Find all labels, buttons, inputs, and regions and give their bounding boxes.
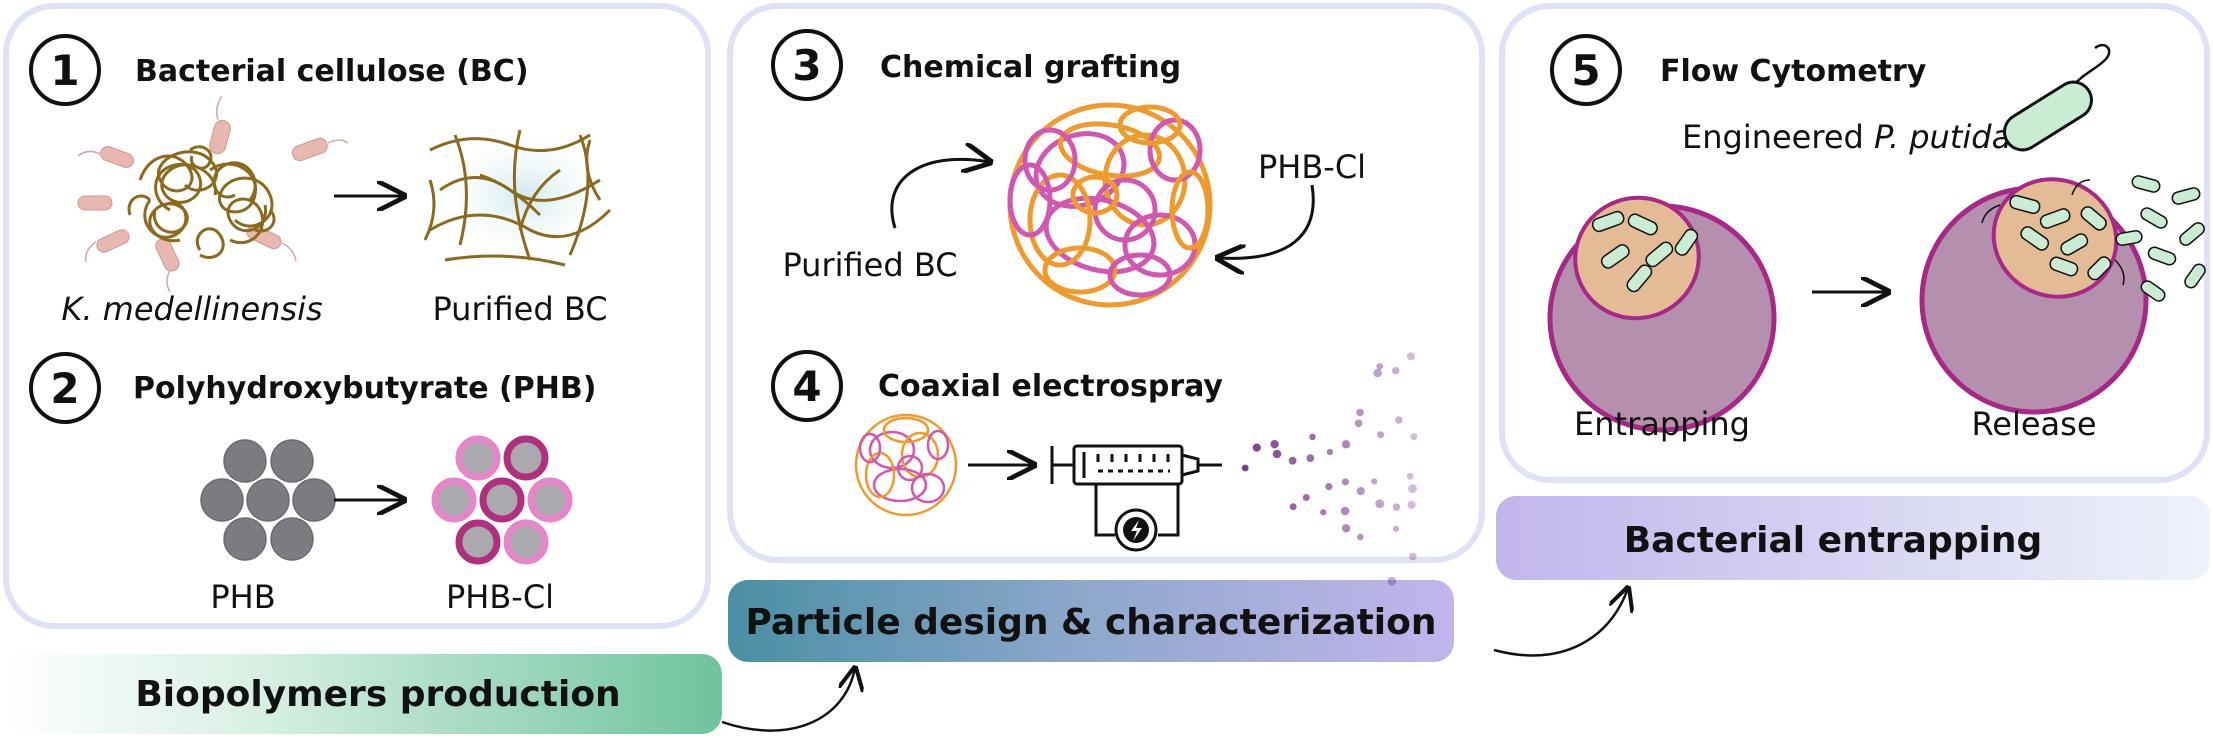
banner-particle-text: Particle design & characterization: [746, 602, 1437, 643]
step-number-2: 2: [50, 364, 79, 413]
panel-flow-cytometry: 5 Flow Cytometry Engineered P. putida: [1547, 34, 2206, 443]
grafted-bc-sphere-icon: [1007, 102, 1213, 308]
spray-droplets-icon: [1241, 352, 1418, 586]
spray-droplet: [1252, 443, 1261, 452]
spray-droplet: [1407, 500, 1416, 509]
spray-droplet: [1354, 419, 1363, 428]
label-purified-bc-1: Purified BC: [432, 290, 607, 328]
spray-droplet: [1288, 456, 1297, 465]
spray-droplet: [1375, 499, 1385, 509]
spray-droplet: [1376, 363, 1383, 370]
cellulose-tangle-icon: [127, 145, 276, 259]
spray-droplet: [1341, 478, 1349, 486]
spray-droplet: [1326, 448, 1333, 456]
panel-3-title: Chemical grafting: [880, 50, 1181, 85]
spray-droplet: [1270, 440, 1279, 449]
label-release: Release: [1971, 405, 2096, 443]
spray-droplet: [1241, 464, 1249, 472]
small-grafted-sphere-icon: [854, 413, 958, 517]
spray-droplet: [1341, 524, 1351, 533]
spray-droplet: [1393, 525, 1400, 532]
step-number-5: 5: [1571, 46, 1600, 95]
panel-polyhydroxybutyrate: 2 Polyhydroxybutyrate (PHB) PHB PHB-Cl: [29, 352, 596, 616]
label-purified-bc-2: Purified BC: [782, 246, 957, 284]
spray-droplet: [1409, 552, 1417, 561]
spray-droplet: [1356, 408, 1364, 417]
label-phb-cl-2: PHB-Cl: [1258, 148, 1366, 186]
spray-droplet: [1371, 478, 1378, 485]
panel-5-title: Flow Cytometry: [1660, 54, 1927, 89]
phb-granules-icon: [200, 439, 336, 561]
spray-droplet: [1306, 454, 1315, 462]
spray-droplet: [1406, 472, 1414, 480]
label-k-medellinensis: K. medellinensis: [61, 290, 322, 328]
label-phb-cl-1: PHB-Cl: [446, 578, 554, 616]
spray-droplet: [1320, 509, 1327, 516]
entrapping-capsule-icon: [1547, 195, 1777, 433]
label-p-putida: P. putida: [1874, 118, 2011, 156]
spray-droplet: [1373, 368, 1382, 378]
panel-1-title: Bacterial cellulose (BC): [135, 54, 529, 89]
label-entrapping: Entrapping: [1574, 405, 1750, 443]
bacteria-cells-icon: [77, 119, 328, 272]
purified-bc-fibers-icon: [423, 125, 620, 267]
panel-coaxial-electrospray: 4 Coaxial electrospray: [771, 350, 1418, 586]
spray-droplet: [1357, 533, 1364, 541]
banner-particle-design: Particle design & characterization: [728, 580, 1454, 662]
step-number-4: 4: [792, 362, 821, 411]
connector-arrow-2: [1493, 588, 1628, 657]
spray-droplet: [1387, 576, 1397, 586]
spray-droplet: [1356, 487, 1365, 496]
release-capsule-icon: [1919, 175, 2206, 415]
spray-droplet: [1395, 416, 1403, 424]
panel-4-title: Coaxial electrospray: [878, 369, 1223, 404]
step-number-3: 3: [792, 41, 821, 90]
p-putida-bacterium-icon: [2003, 43, 2111, 152]
label-phb: PHB: [210, 578, 275, 616]
voltage-source-icon: [1123, 517, 1149, 543]
spray-droplet: [1272, 449, 1282, 459]
panel-bacterial-cellulose: 1 Bacterial cellulose (BC): [29, 34, 620, 328]
spray-droplet: [1408, 484, 1417, 494]
banner-entrapping: Bacterial entrapping: [1496, 496, 2210, 580]
spray-droplet: [1289, 503, 1297, 511]
panel-chemical-grafting: 3 Chemical grafting Purified BC PHB-Cl: [771, 29, 1366, 308]
spray-droplet: [1309, 433, 1316, 440]
spray-droplet: [1302, 494, 1310, 501]
label-engineered-prefix: Engineered: [1682, 118, 1874, 156]
banner-biopolymers-text: Biopolymers production: [135, 674, 620, 715]
banner-biopolymers: Biopolymers production: [2, 654, 722, 734]
connector-arrow-1: [721, 668, 855, 732]
spray-droplet: [1392, 503, 1401, 511]
banner-entrapping-text: Bacterial entrapping: [1624, 520, 2043, 561]
spray-droplet: [1377, 431, 1385, 439]
panel-2-title: Polyhydroxybutyrate (PHB): [133, 371, 596, 406]
spray-droplet: [1406, 352, 1415, 361]
spray-droplet: [1340, 506, 1350, 516]
step-number-1: 1: [50, 46, 79, 95]
spray-droplet: [1325, 483, 1333, 491]
label-engineered-organism: Engineered P. putida: [1682, 118, 2011, 156]
spray-droplet: [1341, 440, 1351, 449]
spray-droplet: [1392, 367, 1400, 375]
spray-droplet: [1410, 433, 1418, 441]
phb-cl-granules-icon: [431, 435, 573, 565]
